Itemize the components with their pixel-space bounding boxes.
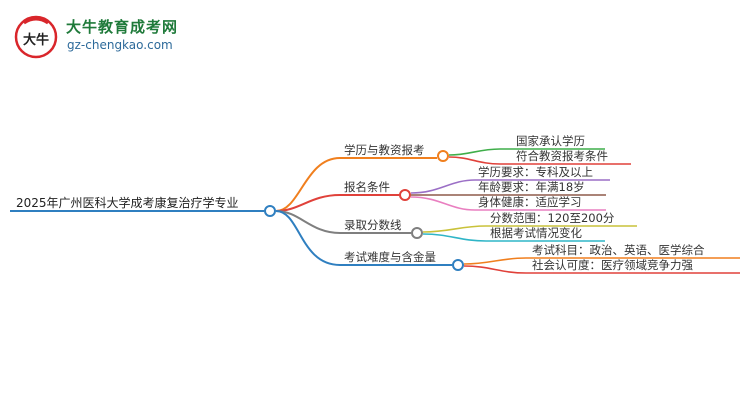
connector-branch-2	[275, 194, 399, 212]
branch-3-child-2[interactable]: 根据考试情况变化	[490, 226, 582, 240]
connector-b2-c3	[410, 196, 606, 211]
branch-4-topic[interactable]: 考试难度与含金量	[344, 250, 436, 264]
branch-1-node-dot	[437, 150, 449, 162]
branch-2-child-1[interactable]: 学历要求：专科及以上	[478, 165, 593, 179]
connector-b4-c1	[463, 257, 740, 265]
svg-text:大牛: 大牛	[23, 32, 49, 48]
branch-1-topic[interactable]: 学历与教资报考	[344, 143, 425, 157]
connector-branch-4	[275, 210, 452, 266]
branch-1-child-1[interactable]: 国家承认学历	[516, 134, 585, 148]
site-url: gz-chengkao.com	[67, 38, 173, 52]
branch-2-child-2[interactable]: 年龄要求：年满18岁	[478, 180, 585, 194]
branch-3-node-dot	[411, 227, 423, 239]
connector-b4-c2	[463, 265, 740, 274]
branch-2-topic[interactable]: 报名条件	[344, 180, 390, 194]
connector-b1-c1	[448, 148, 605, 156]
connector-branch-3	[275, 210, 411, 234]
root-node-dot	[264, 205, 276, 217]
branch-3-topic[interactable]: 录取分数线	[344, 218, 402, 232]
site-logo[interactable]: 大牛 大牛教育成考网 gz-chengkao.com	[14, 14, 224, 62]
branch-3-child-1[interactable]: 分数范围：120至200分	[490, 211, 615, 225]
connector-b3-c1	[422, 225, 637, 233]
branch-4-node-dot	[452, 259, 464, 271]
connector-branch-1	[275, 157, 437, 212]
bull-logo-icon: 大牛	[14, 15, 58, 59]
branch-1-child-2[interactable]: 符合教资报考条件	[516, 149, 608, 163]
branch-2-child-3[interactable]: 身体健康：适应学习	[478, 195, 582, 209]
connector-b2-c1	[410, 179, 610, 194]
branch-2-node-dot	[399, 189, 411, 201]
site-title: 大牛教育成考网	[66, 18, 179, 36]
connector-b3-c2	[422, 233, 605, 242]
connector-b1-c2	[448, 156, 631, 165]
branch-4-child-2[interactable]: 社会认可度：医疗领域竞争力强	[532, 258, 693, 272]
root-topic[interactable]: 2025年广州医科大学成考康复治疗学专业	[16, 196, 239, 210]
branch-4-child-1[interactable]: 考试科目：政治、英语、医学综合	[532, 243, 705, 257]
